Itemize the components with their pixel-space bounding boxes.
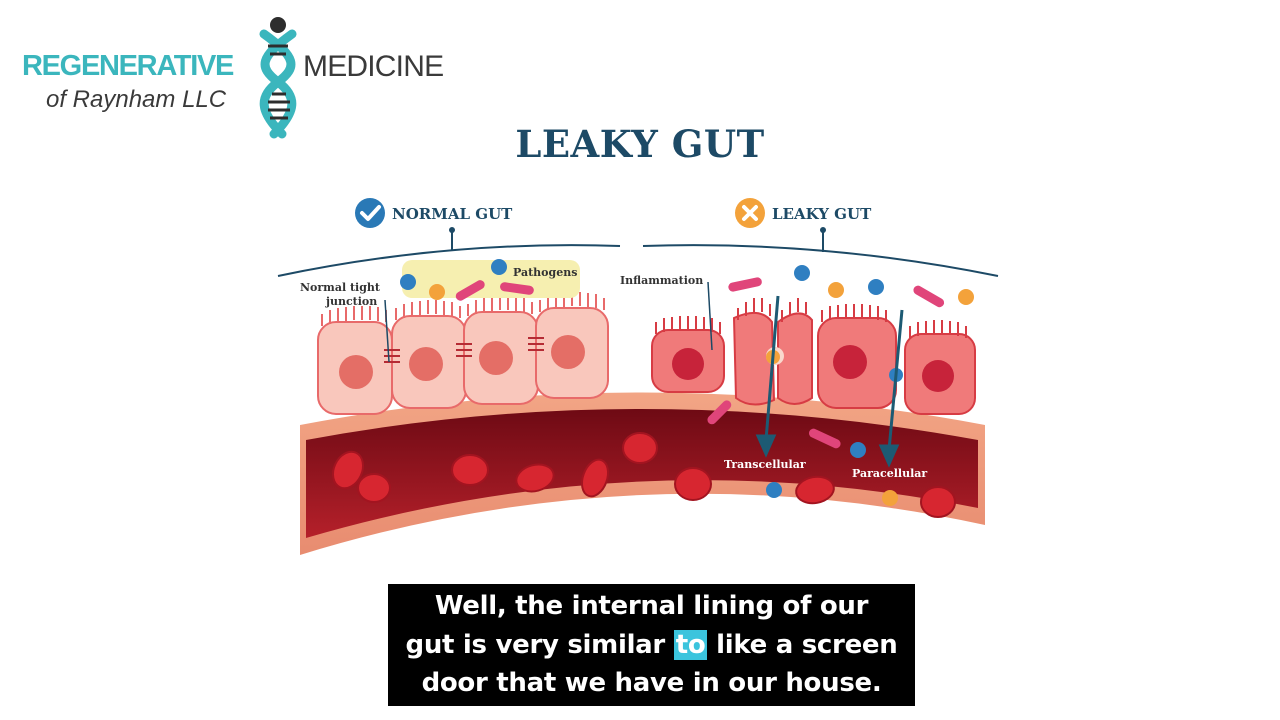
leaky-gut-heading: LEAKY GUT	[735, 198, 872, 228]
caption-line-2: gut is very similar to like a screen	[394, 626, 909, 665]
tight-junction-label-1: Normal tight	[300, 281, 381, 294]
subtitle-caption: Well, the internal lining of our gut is …	[388, 584, 915, 706]
caption-line-2c: like a screen	[707, 630, 897, 660]
normal-gut-label: NORMAL GUT	[392, 205, 513, 223]
caption-highlight-word: to	[674, 630, 708, 660]
check-circle-icon	[355, 198, 385, 228]
caption-line-1: Well, the internal lining of our	[394, 587, 909, 626]
leaky-gut-label: LEAKY GUT	[772, 205, 872, 223]
pathogens-label: Pathogens	[513, 266, 577, 279]
tight-junction-label-2: junction	[325, 295, 377, 308]
caption-line-3: door that we have in our house.	[394, 664, 909, 703]
caption-line-2a: gut is very similar	[406, 630, 674, 660]
normal-gut-cells	[318, 292, 608, 414]
inflammation-label: Inflammation	[620, 274, 703, 287]
normal-gut-heading: NORMAL GUT	[355, 198, 513, 228]
paracellular-label: Paracellular	[852, 467, 927, 480]
transcellular-label: Transcellular	[724, 458, 806, 471]
